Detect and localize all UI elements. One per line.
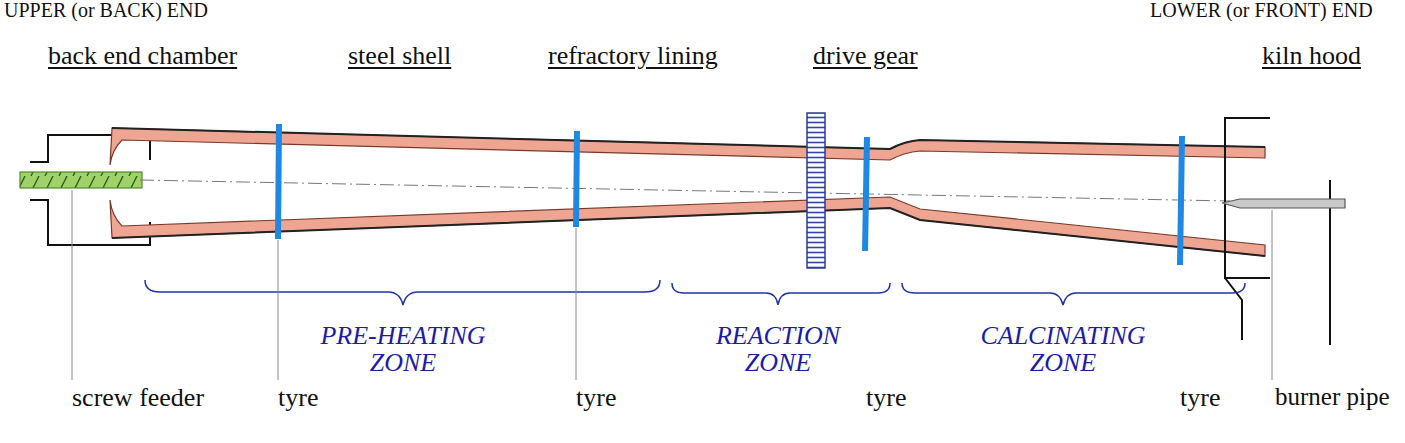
- part-name: drive gear: [813, 42, 918, 69]
- part-name: steel shell: [348, 42, 451, 69]
- part-name: burner pipe: [1275, 384, 1390, 410]
- part-name: tyre: [1180, 384, 1220, 411]
- zone-name: REACTION ZONE: [693, 322, 863, 377]
- drive-gear: [807, 113, 825, 268]
- steel-shell: [112, 128, 1265, 149]
- part-name: kiln hood: [1262, 42, 1361, 69]
- steel-shell: [112, 208, 1265, 256]
- screw-feeder: [20, 172, 142, 188]
- zone-name: PRE-HEATING ZONE: [293, 322, 513, 377]
- kiln-hood: [1225, 118, 1330, 345]
- leader-line: [72, 190, 1272, 380]
- refractory-lining: [110, 197, 1265, 256]
- part-name: screw feeder: [72, 384, 204, 411]
- zone-bracket: [145, 280, 1245, 305]
- refractory-lining: [110, 128, 1265, 165]
- part-name: back end chamber: [48, 42, 237, 69]
- part-name: tyre: [576, 384, 616, 411]
- part-name: tyre: [866, 384, 906, 411]
- zone-name: CALCINATING ZONE: [953, 322, 1173, 377]
- burner-pipe: [1222, 199, 1345, 208]
- part-name: tyre: [278, 384, 318, 411]
- end-label: LOWER (or FRONT) END: [1150, 0, 1373, 21]
- tyre: [278, 124, 1182, 265]
- part-name: refractory lining: [548, 42, 718, 69]
- end-label: UPPER (or BACK) END: [4, 0, 208, 21]
- centre-line: [140, 180, 1230, 201]
